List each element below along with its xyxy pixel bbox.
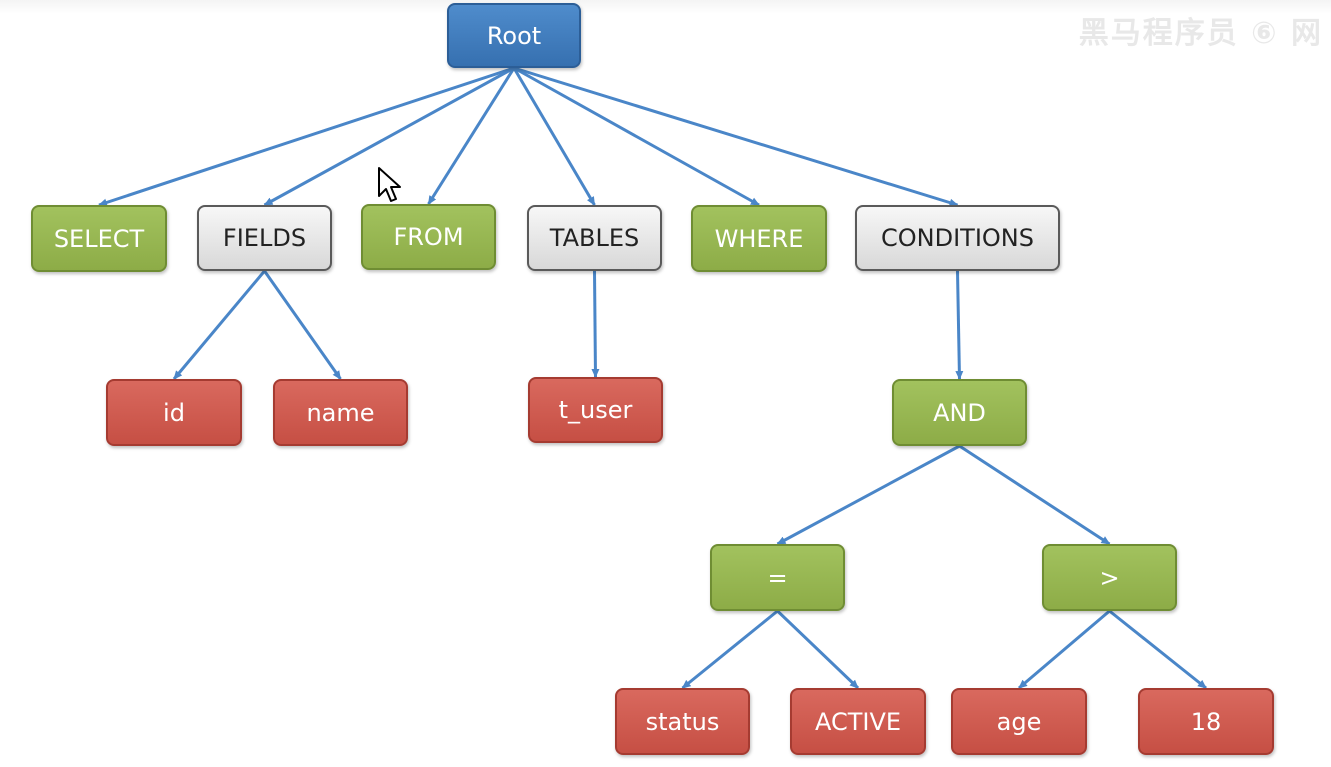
mouse-pointer-icon — [378, 167, 401, 202]
edge-root-to-conditions — [513, 66, 959, 207]
edge-tables-to-t_user — [591, 270, 600, 378]
edge-root-to-fields — [263, 66, 515, 207]
tables-node: TABLES — [527, 205, 662, 271]
edge-fields-to-id — [172, 270, 266, 380]
edge-gt-to-eighteen — [1108, 609, 1207, 690]
status-node: status — [615, 688, 750, 755]
fields-node: FIELDS — [197, 205, 332, 271]
id-node: id — [106, 379, 242, 446]
conditions-node: CONDITIONS — [855, 205, 1060, 271]
age-node: age — [951, 688, 1087, 755]
name-node: name — [273, 379, 408, 446]
active-node: ACTIVE — [790, 688, 926, 755]
t-user-node: t_user — [528, 377, 663, 443]
edge-and-to-gt — [958, 444, 1111, 546]
where-node: WHERE — [691, 205, 827, 272]
greater-than-node: > — [1042, 544, 1177, 611]
edge-root-to-from — [427, 67, 516, 205]
edge-fields-to-name — [263, 270, 342, 380]
edge-conditions-to-and — [955, 270, 964, 380]
from-node: FROM — [361, 204, 496, 270]
eighteen-node: 18 — [1138, 688, 1274, 755]
root-node: Root — [447, 3, 581, 68]
edge-root-to-tables — [512, 67, 596, 206]
edge-and-to-eq — [776, 444, 961, 546]
edge-eq-to-status — [681, 609, 779, 690]
edge-root-to-select — [98, 66, 515, 207]
edge-gt-to-age — [1018, 609, 1111, 690]
and-node: AND — [892, 379, 1027, 446]
select-node: SELECT — [31, 205, 167, 272]
edge-root-to-where — [513, 66, 760, 207]
equals-node: = — [710, 544, 845, 611]
edge-eq-to-active — [776, 609, 860, 690]
watermark-logo: 黑马程序员 ⑥ 网 — [1078, 16, 1323, 51]
